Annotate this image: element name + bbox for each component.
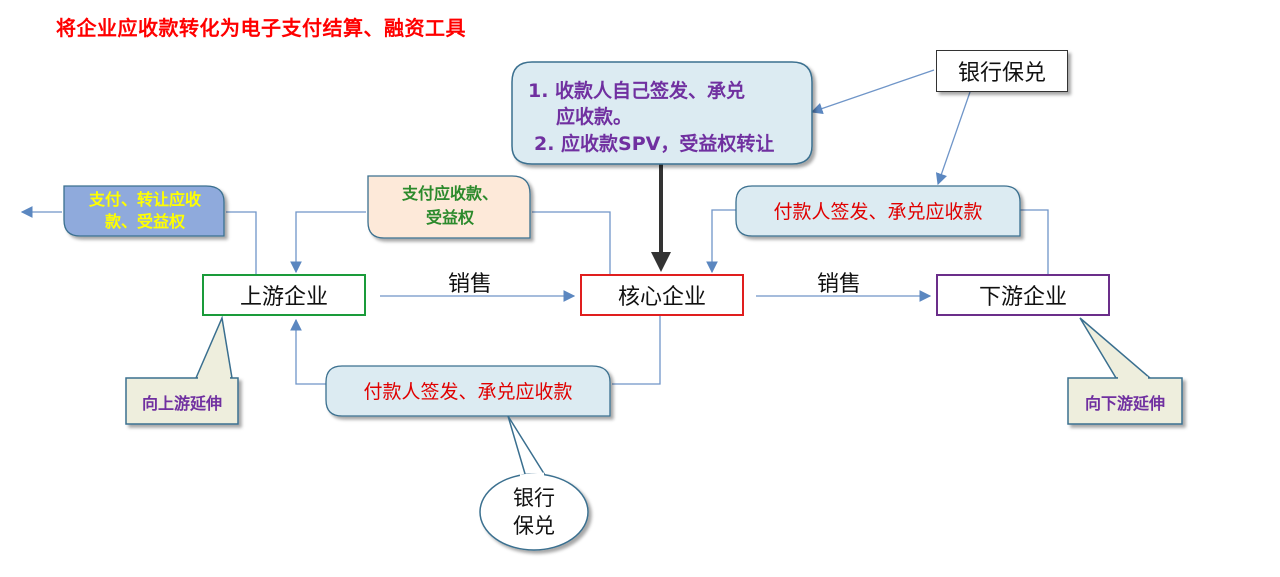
bank-guarantee-box: 银行保兑 [936,50,1068,92]
arrow-to-upstream-bottom [290,318,326,385]
arrow-bank-to-top [810,69,935,115]
connector-lines [20,69,1049,385]
bank-bubble-text: 银行 保兑 [482,478,586,546]
right-pay-callout [735,185,1021,237]
sale-label-2: 销售 [817,272,862,297]
up-extend-text: 向上游延伸 [141,394,222,413]
bank-bubble-line-2: 保兑 [513,514,555,538]
arrow-bank-to-right [935,91,971,186]
node-upstream: 上游企业 [202,274,366,316]
bottom-pay-callout [325,365,611,417]
left-callout-line-2: 款、受益权 [104,212,185,231]
node-core: 核心企业 [580,274,744,316]
supply-callout-line-2: 受益权 [425,208,474,227]
arrow-to-core-top [706,209,736,274]
supply-callout-line-1: 支付应收款、 [401,184,498,203]
node-downstream: 下游企业 [936,274,1110,316]
down-extend-text: 向下游延伸 [1084,394,1165,413]
top-callout-line-1: 1. 收款人自己签发、承兑 [528,80,746,102]
up-extend-box [125,377,239,425]
bottom-pay-callout-text: 付款人签发、承兑应收款 [363,380,573,403]
left-callout-line-1: 支付、转让应收 [88,190,201,209]
top-callout-line-2: 应收款。 [556,106,633,128]
page-title: 将企业应收款转化为电子支付结算、融资工具 [56,16,466,40]
right-pay-callout-text: 付款人签发、承兑应收款 [773,200,983,223]
supply-callout-text: 支付应收款、 受益权 [372,178,528,234]
supply-callout [367,175,531,239]
arrow-to-upstream-top [290,211,366,274]
down-extend-tail [1079,317,1153,379]
up-extend-tail [194,315,233,379]
top-callout-line-3: 2. 应收款SPV，受益权转让 [534,133,775,155]
bank-bubble-line-1: 银行 [513,486,555,510]
sale-label-1: 销售 [448,272,493,297]
top-callout [511,61,813,165]
left-callout-text: 支付、转让应收 款、受益权 [70,188,220,234]
left-callout [63,185,225,237]
